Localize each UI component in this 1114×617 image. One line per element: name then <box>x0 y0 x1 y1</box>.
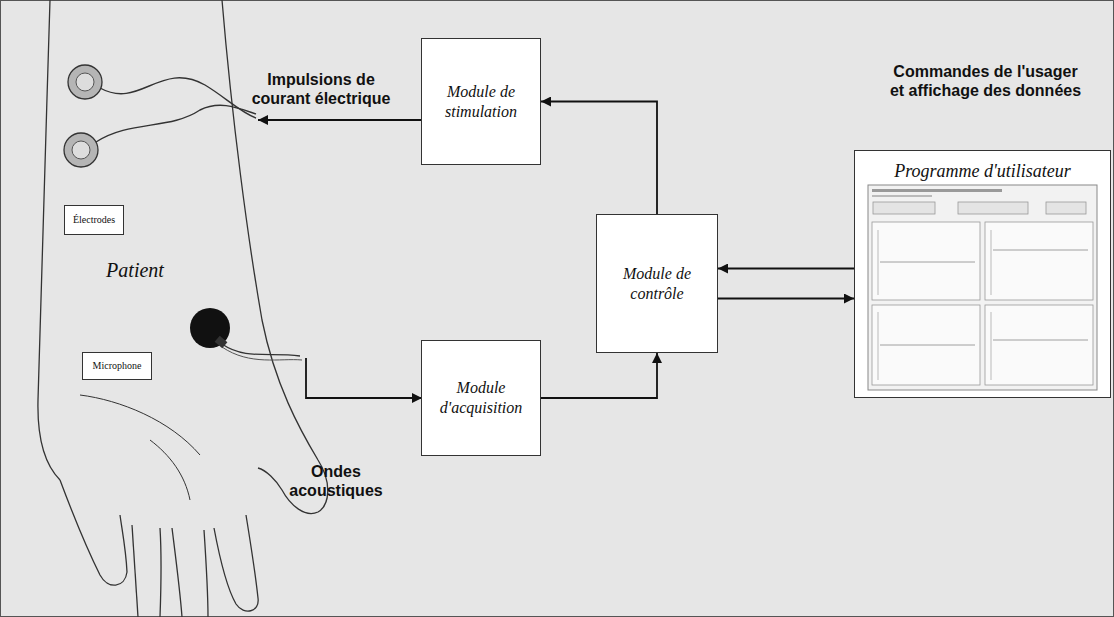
program-box: Programme d'utilisateur <box>854 150 1111 398</box>
microphone <box>215 336 228 349</box>
connector-arrow <box>718 268 854 270</box>
node-content: Microphone <box>83 360 151 372</box>
screenshot-panel <box>872 222 980 300</box>
finger <box>204 530 208 617</box>
finger <box>160 528 161 617</box>
microphone-drawing <box>190 308 302 360</box>
finger <box>132 525 138 617</box>
finger <box>214 515 258 611</box>
part-label-box: Microphone <box>82 352 152 380</box>
acoustic-arrow <box>306 358 422 398</box>
electrodes-drawing <box>64 65 256 167</box>
finger <box>60 480 127 585</box>
signal-label: Impulsions de courant électrique <box>246 70 396 108</box>
electrode <box>64 133 98 167</box>
node-text: Électrodes <box>69 214 119 226</box>
node-text: Module d'acquisition <box>430 378 532 418</box>
node-text: Module de contrôle <box>605 264 709 304</box>
node-content: Programme d'utilisateur <box>855 161 1110 183</box>
screenshot-panel <box>985 222 1093 300</box>
electrode-wire <box>100 78 256 118</box>
interface-label: Commandes de l'usager et affichage des d… <box>887 62 1084 100</box>
connector-arrow <box>541 353 657 398</box>
palm-crease <box>150 440 190 500</box>
electrode <box>76 73 94 91</box>
palm-crease <box>80 395 200 455</box>
patient-label: Patient <box>95 258 175 282</box>
arm-edge <box>38 0 60 480</box>
connector-arrow <box>541 102 657 215</box>
screenshot-title <box>872 189 1002 192</box>
program-ground <box>855 150 1110 398</box>
node-content: Module d'acquisition <box>422 378 540 418</box>
node-content: Module de contrôle <box>597 264 717 304</box>
module-box: Module de stimulation <box>421 38 541 165</box>
electrode-wire <box>96 105 256 142</box>
screenshot-trace <box>880 250 1088 345</box>
module-box: Module d'acquisition <box>421 340 541 456</box>
part-label-box: Électrodes <box>64 205 124 235</box>
electrode <box>72 141 90 159</box>
finger <box>172 528 182 617</box>
screenshot-button <box>873 202 935 214</box>
electrode <box>68 65 102 99</box>
connector-arrow <box>718 298 854 300</box>
signal-label: Ondes acoustiques <box>281 462 391 500</box>
microphone-cable <box>222 347 302 360</box>
screenshot-button <box>1046 202 1086 214</box>
node-content: Module de stimulation <box>422 82 540 122</box>
software-screenshot <box>855 150 1110 398</box>
screenshot-panel <box>985 305 1093 385</box>
node-text: Microphone <box>87 360 147 372</box>
node-text: Module de stimulation <box>430 82 532 122</box>
module-box: Module de contrôle <box>596 214 718 353</box>
microphone <box>190 308 230 348</box>
node-content: Électrodes <box>65 214 123 226</box>
screenshot-menu <box>872 195 932 197</box>
stimulation-arrow <box>258 119 422 121</box>
screenshot-window <box>868 185 1097 390</box>
screenshot-axis <box>878 230 991 380</box>
node-text: Programme d'utilisateur <box>855 161 1110 183</box>
screenshot-button <box>958 202 1028 214</box>
microphone-cable <box>222 344 300 356</box>
